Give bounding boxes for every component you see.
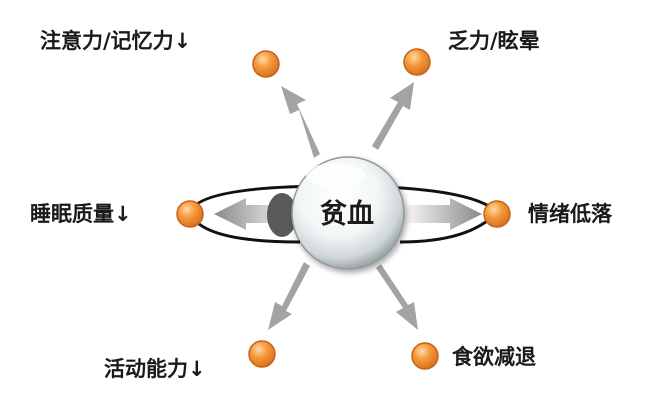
center-label: 贫血	[320, 198, 374, 230]
label-low-mood: 情绪低落	[528, 202, 613, 226]
node-sleep-quality	[176, 200, 204, 228]
label-activity-capacity: 活动能力↓	[104, 357, 206, 381]
arrow-to-activity-capacity	[268, 262, 310, 330]
label-appetite-loss: 食欲减退	[452, 345, 536, 369]
node-fatigue-dizziness	[403, 48, 431, 76]
node-activity-capacity	[248, 340, 276, 368]
node-low-mood	[483, 200, 511, 228]
node-appetite-loss	[411, 342, 439, 370]
node-attention-memory	[252, 50, 280, 78]
arrow-to-fatigue-dizziness	[372, 82, 414, 150]
label-sleep-quality: 睡眠质量↓	[30, 202, 132, 226]
sphere-shadow-blob	[267, 193, 297, 237]
sphere-highlight	[306, 163, 366, 187]
arrow-to-appetite-loss	[376, 264, 418, 330]
label-attention-memory: 注意力/记忆力↓	[40, 29, 191, 53]
label-fatigue-dizziness: 乏力/眩晕	[448, 29, 540, 53]
arrow-to-attention-memory	[281, 86, 320, 158]
arrow-to-low-mood	[400, 198, 482, 230]
